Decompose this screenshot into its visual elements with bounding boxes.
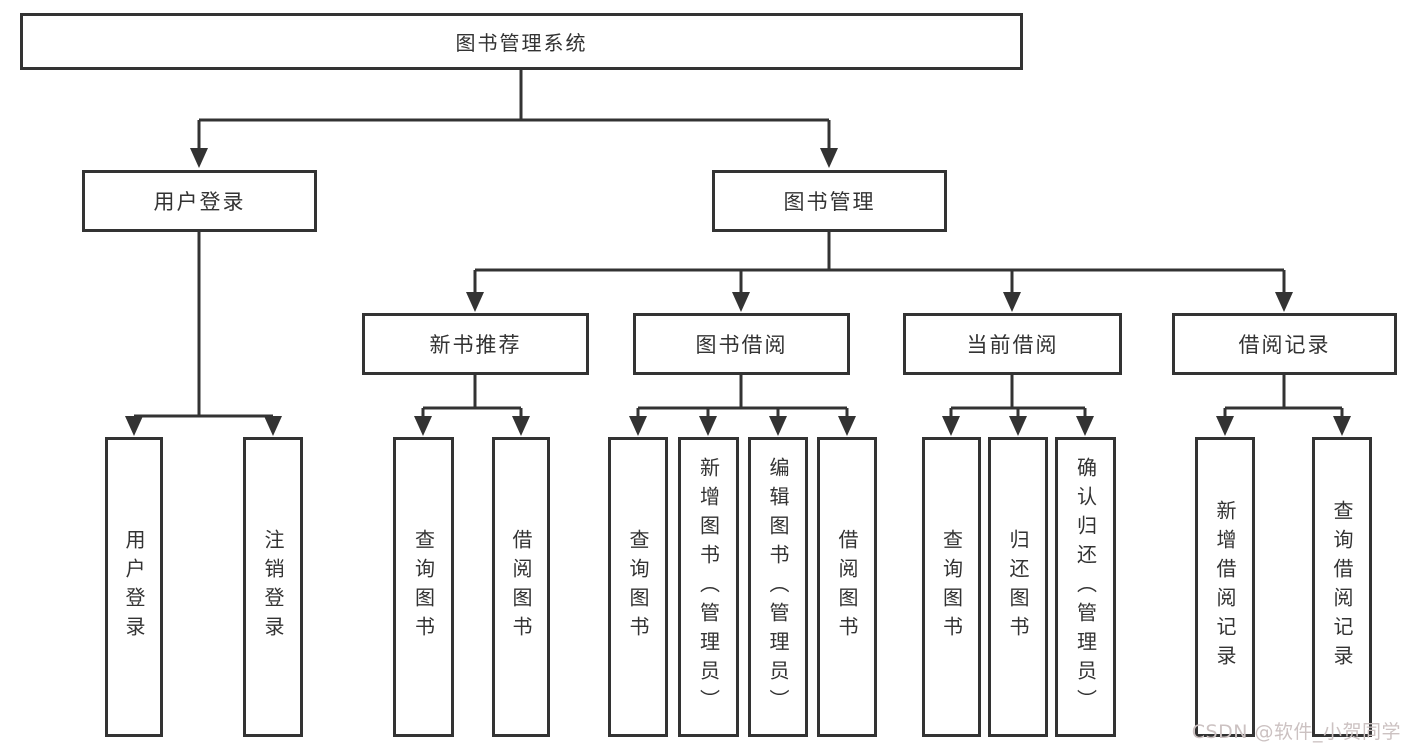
connector-new-book-recommendation-to-leaves (421, 375, 523, 418)
leaf-borrow-books-borrowing: 借阅图书 (817, 437, 877, 737)
node-label: 图书管理 (783, 190, 876, 214)
arrow-icon (629, 416, 647, 436)
leaf-label: 新增图书（管理员） (696, 456, 721, 718)
leaf-label: 用户登录 (122, 529, 146, 645)
arrow-icon (414, 416, 432, 436)
leaf-label: 新增借阅记录 (1213, 500, 1237, 674)
leaf-label: 借阅图书 (835, 529, 859, 645)
leaf-query-books-recommend: 查询图书 (393, 437, 454, 737)
node-current-borrowing: 当前借阅 (903, 313, 1122, 375)
arrow-icon (125, 416, 143, 436)
arrow-icon (1003, 292, 1021, 312)
node-label: 图书管理系统 (455, 31, 588, 55)
node-label: 当前借阅 (966, 333, 1059, 357)
arrow-icon (732, 292, 750, 312)
leaf-label: 归还图书 (1006, 529, 1030, 645)
leaf-logout-login: 注销登录 (243, 437, 303, 737)
node-label: 新书推荐 (429, 333, 522, 357)
connector-book-borrowing-to-leaves (636, 375, 849, 418)
arrow-icon (942, 416, 960, 436)
connector-root-to-level2 (197, 70, 831, 150)
node-label: 图书借阅 (695, 333, 788, 357)
leaf-query-books-borrowing: 查询图书 (608, 437, 668, 737)
node-borrowing-records: 借阅记录 (1172, 313, 1397, 375)
leaf-confirm-return-admin: 确认归还（管理员） (1055, 437, 1116, 737)
arrow-icon (1275, 292, 1293, 312)
arrow-icon (769, 416, 787, 436)
arrow-icon (264, 416, 282, 436)
arrow-icon (190, 148, 208, 168)
leaf-add-borrow-record: 新增借阅记录 (1195, 437, 1255, 737)
leaf-add-books-admin: 新增图书（管理员） (678, 437, 739, 737)
node-book-management: 图书管理 (712, 170, 947, 232)
node-label: 用户登录 (153, 190, 246, 214)
arrow-icon (699, 416, 717, 436)
node-book-borrowing: 图书借阅 (633, 313, 850, 375)
node-new-book-recommendation: 新书推荐 (362, 313, 589, 375)
leaf-label: 注销登录 (261, 529, 285, 645)
arrow-icon (1333, 416, 1351, 436)
arrow-icon (512, 416, 530, 436)
arrow-icon (838, 416, 856, 436)
connector-user-login-to-leaves (134, 232, 273, 418)
arrow-icon (1076, 416, 1094, 436)
leaf-return-books: 归还图书 (988, 437, 1048, 737)
leaf-label: 查询图书 (411, 529, 436, 645)
leaf-label: 查询图书 (939, 529, 964, 645)
connector-current-borrowing-to-leaves (949, 375, 1087, 418)
node-label: 借阅记录 (1238, 333, 1331, 357)
node-library-management-system: 图书管理系统 (20, 13, 1023, 70)
arrow-icon (1216, 416, 1234, 436)
leaf-borrow-books-recommend: 借阅图书 (492, 437, 550, 737)
leaf-label: 查询借阅记录 (1330, 500, 1354, 674)
leaf-user-login: 用户登录 (105, 437, 163, 737)
arrowheads (125, 148, 1351, 436)
leaf-label: 编辑图书（管理员） (766, 456, 790, 718)
leaf-query-books-current: 查询图书 (922, 437, 981, 737)
connector-book-management-to-level3 (473, 232, 1286, 294)
arrow-icon (820, 148, 838, 168)
leaf-label: 查询图书 (626, 529, 650, 645)
arrow-icon (466, 292, 484, 312)
node-user-login: 用户登录 (82, 170, 317, 232)
leaf-label: 借阅图书 (509, 529, 533, 645)
leaf-query-borrow-record: 查询借阅记录 (1312, 437, 1372, 737)
leaf-label: 确认归还（管理员） (1073, 456, 1098, 718)
arrow-icon (1009, 416, 1027, 436)
connector-borrowing-records-to-leaves (1223, 375, 1344, 418)
leaf-edit-books-admin: 编辑图书（管理员） (748, 437, 808, 737)
